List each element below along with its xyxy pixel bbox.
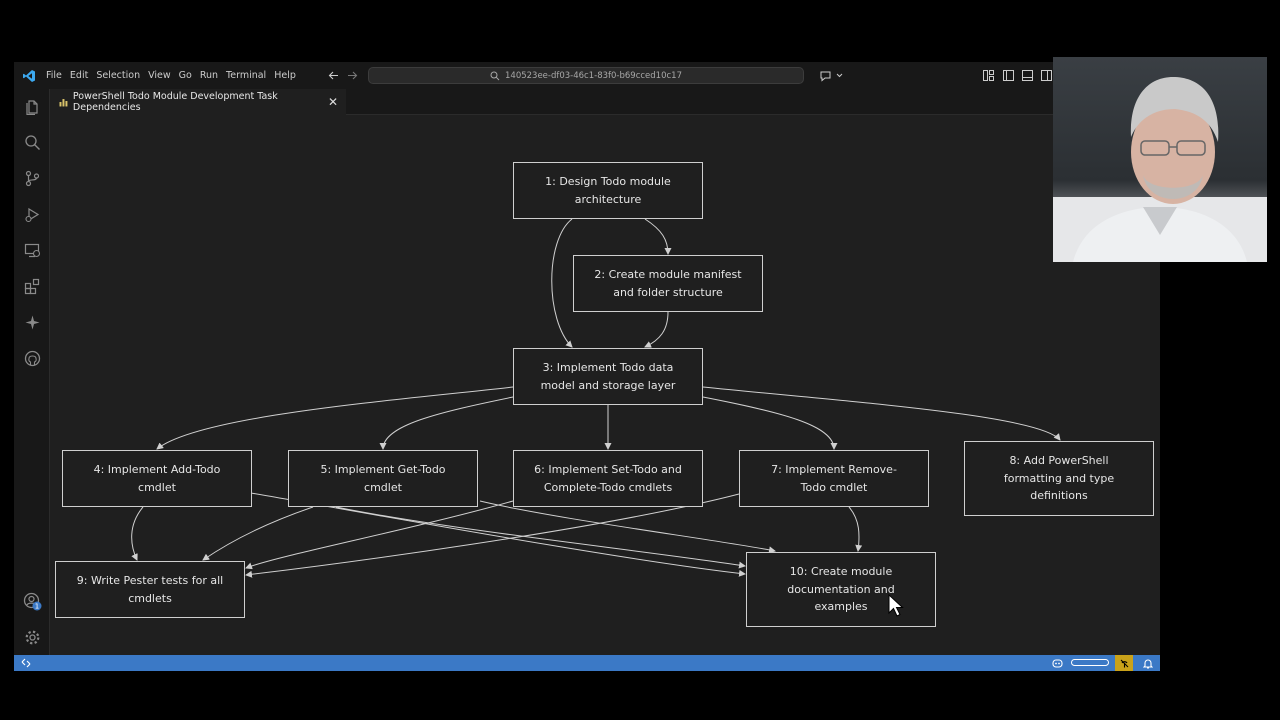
close-tab-icon[interactable]: ✕ — [327, 95, 339, 109]
copilot-status-icon[interactable] — [1050, 655, 1064, 671]
layout-controls-icon[interactable] — [980, 62, 996, 89]
menu-run[interactable]: Run — [199, 70, 219, 81]
diagram-node-9[interactable]: 9: Write Pester tests for all cmdlets — [55, 561, 245, 618]
edge-7-10 — [848, 506, 863, 552]
diagram-node-6[interactable]: 6: Implement Set-Todo and Complete-Todo … — [513, 450, 703, 507]
menu-terminal[interactable]: Terminal — [226, 70, 267, 81]
diagram-node-7[interactable]: 7: Implement Remove- Todo cmdlet — [739, 450, 929, 507]
search-icon[interactable] — [14, 128, 50, 156]
presenter-webcam-overlay — [1053, 57, 1267, 262]
vscode-logo-icon — [18, 62, 40, 89]
diagram-node-1[interactable]: 1: Design Todo module architecture — [513, 162, 703, 219]
diagram-node-4[interactable]: 4: Implement Add-Todo cmdlet — [62, 450, 252, 507]
forward-arrow-icon[interactable] — [344, 62, 360, 89]
chart-preview-icon — [59, 98, 68, 106]
search-icon — [490, 71, 500, 80]
menu-selection[interactable]: Selection — [96, 70, 141, 81]
menu-file[interactable]: File — [46, 70, 62, 81]
diagram-node-10[interactable]: 10: Create module documentation and exam… — [746, 552, 936, 627]
broadcast-off-icon[interactable] — [1115, 655, 1133, 671]
diagram-node-2[interactable]: 2: Create module manifest and folder str… — [573, 255, 763, 312]
back-arrow-icon[interactable] — [325, 62, 341, 89]
mouse-cursor-icon — [888, 594, 904, 617]
remote-explorer-icon[interactable] — [14, 236, 50, 264]
status-progress-pill — [1071, 659, 1109, 666]
editor-tab-bar: PowerShell Todo Module Development Task … — [50, 89, 1160, 115]
edge-4-9 — [131, 506, 144, 561]
edge-3-4 — [156, 386, 514, 450]
diagram-node-3[interactable]: 3: Implement Todo data model and storage… — [513, 348, 703, 405]
diagram-node-5[interactable]: 5: Implement Get-Todo cmdlet — [288, 450, 478, 507]
copilot-icon[interactable] — [14, 308, 50, 336]
edge-6-9 — [245, 500, 514, 570]
command-center[interactable]: 140523ee-df03-46c1-83f0-b69cced10c17 — [368, 67, 804, 84]
menu-help[interactable]: Help — [274, 70, 296, 81]
tab-task-dependencies[interactable]: PowerShell Todo Module Development Task … — [50, 89, 346, 115]
toggle-primary-sidebar-icon[interactable] — [1000, 62, 1016, 89]
remote-indicator-icon[interactable] — [18, 655, 34, 671]
run-debug-icon[interactable] — [14, 200, 50, 228]
extensions-icon[interactable] — [14, 272, 50, 300]
edge-5-9 — [202, 506, 314, 561]
edge-3-5 — [379, 396, 514, 450]
github-icon[interactable] — [14, 344, 50, 372]
edge-3-8 — [702, 386, 1061, 441]
title-bar: File Edit Selection View Go Run Terminal… — [14, 62, 1160, 89]
menu-bar: File Edit Selection View Go Run Terminal… — [46, 62, 304, 89]
edge-3-7 — [702, 396, 838, 450]
edge-7-9 — [245, 493, 740, 578]
menu-view[interactable]: View — [148, 70, 171, 81]
accounts-badge: 1 — [34, 602, 38, 610]
notifications-bell-icon[interactable] — [1140, 655, 1156, 671]
menu-go[interactable]: Go — [178, 70, 192, 81]
edge-5-10 — [335, 506, 746, 569]
menu-edit[interactable]: Edit — [69, 70, 89, 81]
tab-label: PowerShell Todo Module Development Task … — [72, 91, 278, 113]
accounts-icon[interactable]: 1 — [14, 587, 50, 615]
status-bar — [14, 655, 1160, 671]
activity-bar: 1 — [14, 89, 50, 655]
toggle-panel-icon[interactable] — [1019, 62, 1035, 89]
edge-1-3 — [551, 218, 573, 348]
copilot-chat-icon[interactable] — [815, 62, 849, 89]
explorer-icon[interactable] — [14, 92, 50, 120]
diagram-node-8[interactable]: 8: Add PowerShell formatting and type de… — [964, 441, 1154, 516]
edge-2-3 — [644, 311, 669, 348]
edge-6-10 — [479, 500, 776, 554]
toggle-secondary-sidebar-icon[interactable] — [1038, 62, 1054, 89]
source-control-icon[interactable] — [14, 164, 50, 192]
settings-gear-icon[interactable] — [14, 623, 50, 651]
command-center-text: 140523ee-df03-46c1-83f0-b69cced10c17 — [505, 70, 682, 81]
edge-1-2 — [644, 218, 672, 255]
